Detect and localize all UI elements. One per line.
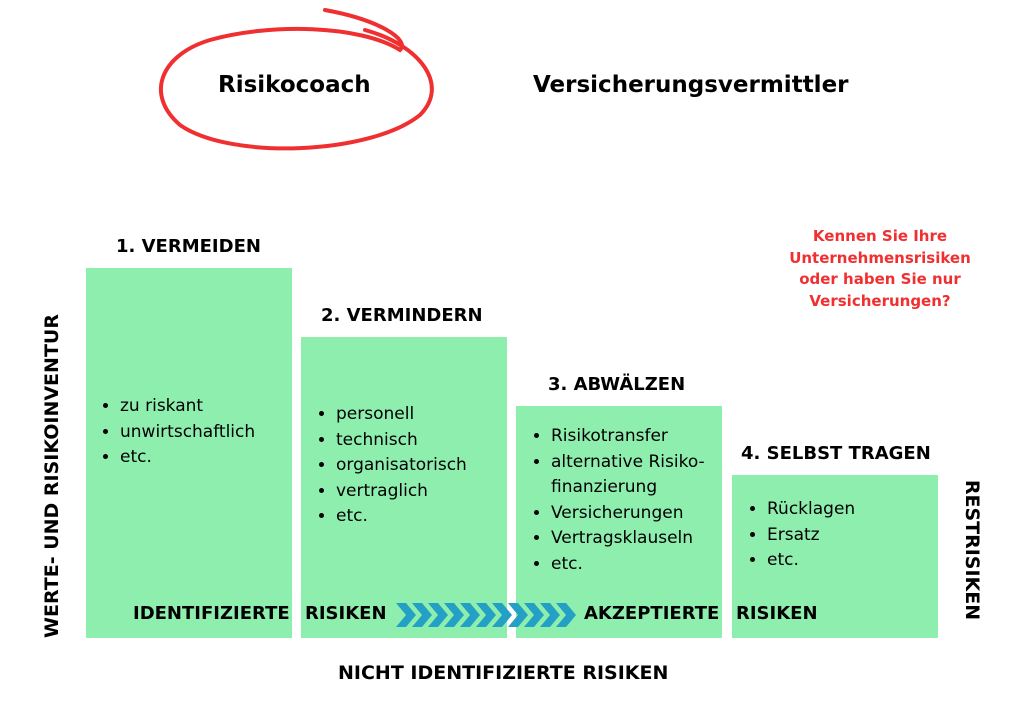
step-title: 4. SELBST TRAGEN <box>741 443 931 464</box>
right-vertical-label: RESTRISIKEN <box>961 479 983 621</box>
step-title: 1. VERMEIDEN <box>116 236 261 257</box>
list-item: unwirtschaftlich <box>120 420 255 446</box>
chevron <box>556 603 576 627</box>
list-item: etc. <box>336 504 467 530</box>
bottom-label: RISIKEN <box>305 603 387 624</box>
chevron <box>524 603 544 627</box>
chevron <box>412 603 432 627</box>
footer-label: NICHT IDENTIFIZIERTE RISIKEN <box>338 662 669 684</box>
list-item: etc. <box>120 445 255 471</box>
question-line: Versicherungen? <box>809 291 951 310</box>
step-title: 3. ABWÄLZEN <box>548 374 686 395</box>
list-item: Risikotransfer <box>551 424 705 450</box>
step-box-vermindern <box>301 337 507 638</box>
bottom-label: AKZEPTIERTE <box>584 603 720 624</box>
list-item: vertraglich <box>336 479 467 505</box>
bottom-label: RISIKEN <box>736 603 818 624</box>
left-vertical-label: WERTE- UND RISIKOINVENTUR <box>41 314 63 638</box>
list-item: Versicherungen <box>551 501 705 527</box>
list-item: etc. <box>767 548 855 574</box>
list-item: finanzierung <box>551 477 658 497</box>
question-line: Kennen Sie Ihre <box>812 227 948 245</box>
step-box-abwaelzen <box>516 406 722 638</box>
list-item: alternative Risiko- <box>551 450 705 476</box>
chevron <box>428 603 448 627</box>
list-item: organisatorisch <box>336 453 467 479</box>
versicherungsvermittler-label: Versicherungsvermittler <box>533 72 849 98</box>
chevron <box>460 603 480 627</box>
chevron <box>540 603 560 627</box>
list-item: etc. <box>551 552 705 578</box>
question-line: oder haben Sie nur <box>799 270 961 288</box>
list-item: Rücklagen <box>767 497 855 523</box>
step-list: Rücklagen Ersatz etc. <box>747 497 855 574</box>
step-list: Risikotransfer alternative Risiko- finan… <box>531 424 705 577</box>
list-item: zu riskant <box>120 394 255 420</box>
chevron <box>444 603 464 627</box>
step-box-selbst-tragen <box>732 475 938 638</box>
red-circle-highlight <box>159 8 434 151</box>
step-list: zu riskant unwirtschaftlich etc. <box>100 394 255 471</box>
step-box-vermeiden <box>86 268 292 638</box>
risikocoach-label: Risikocoach <box>218 72 371 98</box>
list-item: technisch <box>336 428 467 454</box>
chevron-arrows-icon <box>396 603 576 627</box>
chevron <box>476 603 496 627</box>
list-item: Ersatz <box>767 523 855 549</box>
list-item: personell <box>336 402 467 428</box>
question-text: Kennen Sie Ihre Unternehmensrisiken oder… <box>780 226 980 312</box>
chevron <box>492 603 512 627</box>
bottom-label: IDENTIFIZIERTE <box>133 603 290 624</box>
chevron <box>396 603 416 627</box>
step-title: 2. VERMINDERN <box>321 305 483 326</box>
chevron <box>508 603 528 627</box>
question-line: Unternehmensrisiken <box>789 248 971 267</box>
list-item: Vertragsklauseln <box>551 526 705 552</box>
step-list: personell technisch organisatorisch vert… <box>316 402 467 530</box>
